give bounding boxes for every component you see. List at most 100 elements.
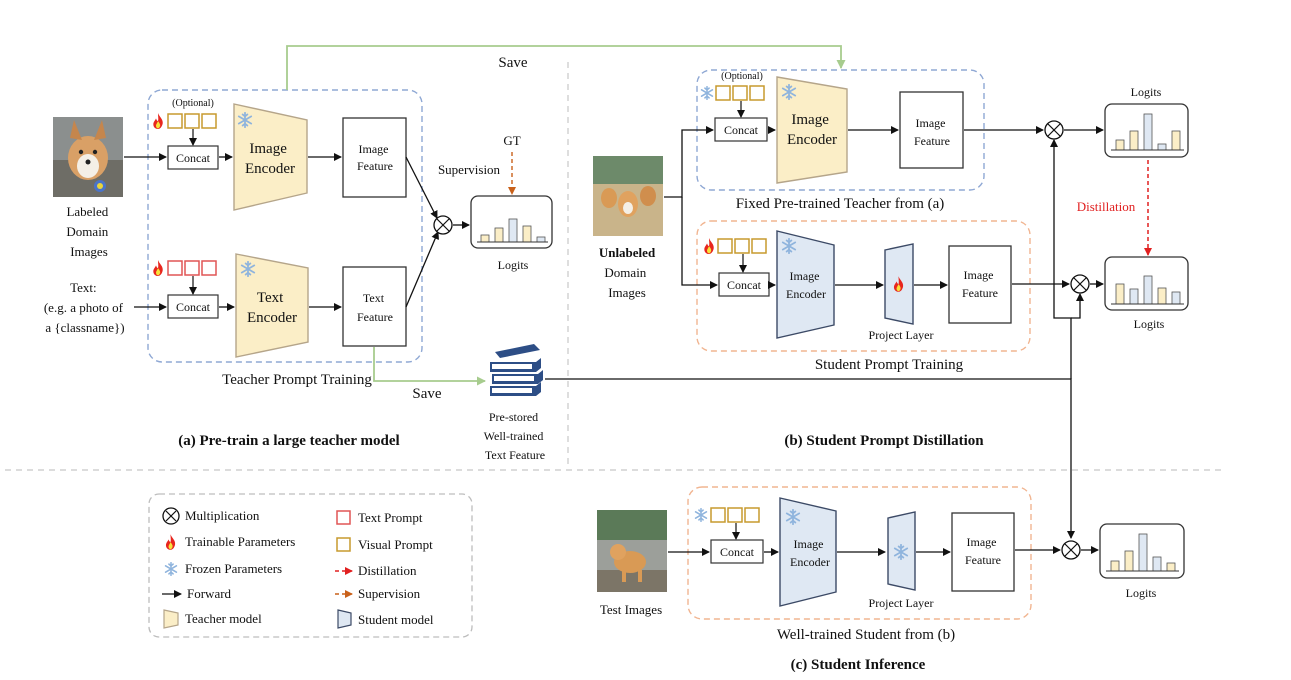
image-encoder-label: Image Encoder <box>790 537 830 569</box>
trainable-fire-icon <box>704 238 714 254</box>
panel-b-caption: (b) Student Prompt Distillation <box>784 433 984 449</box>
logits-bars-teacher-b <box>1111 113 1184 151</box>
student-prompt-training-label: Student Prompt Training <box>815 357 964 373</box>
legend-snowflake-icon <box>164 562 178 576</box>
concat-box-c <box>710 539 764 564</box>
legend-trainable-label: Trainable Parameters <box>185 534 295 549</box>
unlabeled-dogs-image <box>593 156 663 236</box>
test-images-label: Test Images <box>600 602 662 617</box>
image-feature-box <box>342 117 407 198</box>
concat-label: Concat <box>724 123 759 137</box>
text-input-label: Text: (e.g. a photo of a {classname}) <box>44 280 126 335</box>
labeled-images-label: Labeled Domain Images <box>66 204 111 259</box>
save-label-top: Save <box>498 55 528 71</box>
arrow-unlabeled-to-student <box>681 197 718 289</box>
concat-label: Concat <box>176 151 211 165</box>
image-encoder-label: Image Encoder <box>786 269 826 301</box>
teacher-image-encoder <box>233 103 308 211</box>
prestored-text-feature-label: Pre-stored Well-trained Text Feature <box>484 410 547 462</box>
text-feature-label: Text Feature <box>357 291 393 324</box>
student-image-encoder-c <box>779 497 837 607</box>
text-feature-box <box>342 266 407 347</box>
visual-prompt-token <box>751 238 767 254</box>
legend-fire-icon <box>165 534 176 550</box>
teacher-image-encoder-b <box>776 76 848 184</box>
teacher-prompt-training-label: Teacher Prompt Training <box>222 372 372 388</box>
supervision-label: Supervision <box>438 162 501 177</box>
text-encoder-label: Text Encoder <box>247 290 297 326</box>
logits-bars-student-b <box>1111 275 1184 305</box>
concat-box-text <box>167 294 219 319</box>
trainable-fire-icon <box>153 260 163 276</box>
teacher-text-encoder <box>235 253 309 358</box>
panel-b: Unlabeled Domain Images (Optional) Conca… <box>593 69 1189 449</box>
logits-label-a: Logits <box>498 258 529 272</box>
legend-box <box>148 493 473 638</box>
panel-c-caption: (c) Student Inference <box>791 657 926 673</box>
frozen-snowflake-icon <box>694 508 708 522</box>
image-encoder-label: Image Encoder <box>245 141 295 177</box>
multiplication-node <box>433 215 453 235</box>
text-prompt-token <box>167 260 183 276</box>
save-label-bottom: Save <box>412 386 442 402</box>
image-encoder-label: Image Encoder <box>787 112 837 148</box>
legend-student-model-label: Student model <box>358 612 434 627</box>
teacher-prompt-training-box <box>147 89 423 363</box>
project-layer-label: Project Layer <box>869 328 934 342</box>
visual-prompt-token <box>744 507 760 523</box>
labeled-dog-image <box>53 117 123 197</box>
visual-prompt-token <box>167 113 183 129</box>
student-prompt-training-box <box>696 220 1031 352</box>
panel-c: Test Images Concat Image Encoder Project… <box>597 486 1185 673</box>
logits-bars-a <box>477 218 548 243</box>
image-feature-label: Image Feature <box>965 535 1001 567</box>
concat-box-teacher-b <box>714 117 768 142</box>
visual-prompt-token <box>184 113 200 129</box>
arrow-text-feature-to-teacher-mult <box>1050 139 1072 379</box>
optional-label-a: (Optional) <box>172 98 214 109</box>
concat-box-image <box>167 145 219 170</box>
concat-label: Concat <box>176 300 211 314</box>
visual-prompt-token <box>749 85 765 101</box>
visual-prompt-token <box>732 85 748 101</box>
visual-prompt-token <box>717 238 733 254</box>
book-stack-icon <box>490 344 543 396</box>
image-feature-label: Image Feature <box>962 268 998 300</box>
logits-label-bottom: Logits <box>1134 317 1165 331</box>
arrow-unlabeled-to-teacher <box>664 126 714 198</box>
legend-text-prompt-icon <box>336 510 351 525</box>
frozen-snowflake-icon <box>700 86 714 100</box>
multiplication-node <box>1070 274 1090 294</box>
legend-forward-label: Forward <box>187 586 232 601</box>
student-image-encoder-b <box>776 230 835 339</box>
well-trained-student-box <box>687 486 1032 620</box>
concat-label: Concat <box>720 545 755 559</box>
text-prompt-token <box>201 260 217 276</box>
logits-label-top: Logits <box>1131 85 1162 99</box>
arrow-text-feature-to-student-mult <box>1071 293 1084 319</box>
logits-bars-c <box>1106 533 1179 572</box>
unlabeled-label: Unlabeled <box>599 245 656 260</box>
test-dog-image <box>597 510 667 592</box>
optional-label-b: (Optional) <box>721 71 763 82</box>
legend-multiplication-label: Multiplication <box>185 508 260 523</box>
image-feature-box-student-b <box>948 245 1012 324</box>
image-feature-box-c <box>951 512 1015 592</box>
gt-label: GT <box>503 133 520 148</box>
save-arrow-top <box>286 45 846 90</box>
concat-label: Concat <box>727 278 762 292</box>
legend-visual-prompt-icon <box>336 537 351 552</box>
legend-student-model-icon <box>337 609 352 629</box>
text-prompt-token <box>184 260 200 276</box>
fixed-teacher-label: Fixed Pre-trained Teacher from (a) <box>736 196 945 212</box>
arrow-text-feature-to-mult <box>405 231 439 308</box>
unlabeled-domain-images-label: Domain Images <box>604 265 649 300</box>
visual-prompt-token <box>201 113 217 129</box>
legend-frozen-label: Frozen Parameters <box>185 561 282 576</box>
image-feature-box-teacher-b <box>899 91 964 169</box>
well-trained-student-label: Well-trained Student from (b) <box>777 627 955 643</box>
project-layer-label: Project Layer <box>869 596 934 610</box>
legend-distillation-label: Distillation <box>358 563 417 578</box>
image-feature-label: Image Feature <box>357 142 393 173</box>
